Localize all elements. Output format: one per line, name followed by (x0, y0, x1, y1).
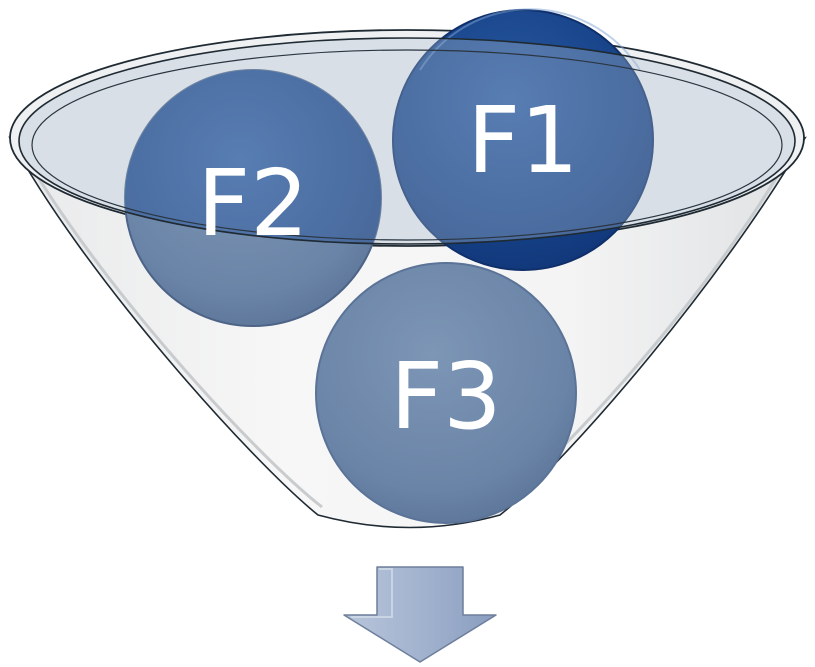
funnel-inner-edge (20, 149, 323, 509)
down-arrow-icon (343, 566, 497, 663)
circle-f2-label: F2 (197, 150, 308, 257)
circle-f2 (124, 69, 382, 327)
circle-f1 (392, 8, 654, 271)
circle-f3-label: F3 (390, 343, 501, 450)
funnel-rim-inner-line (31, 49, 783, 241)
circle-f3 (315, 262, 577, 524)
funnel-rim-glass (18, 37, 796, 245)
circle-f1-label: F1 (467, 87, 578, 194)
